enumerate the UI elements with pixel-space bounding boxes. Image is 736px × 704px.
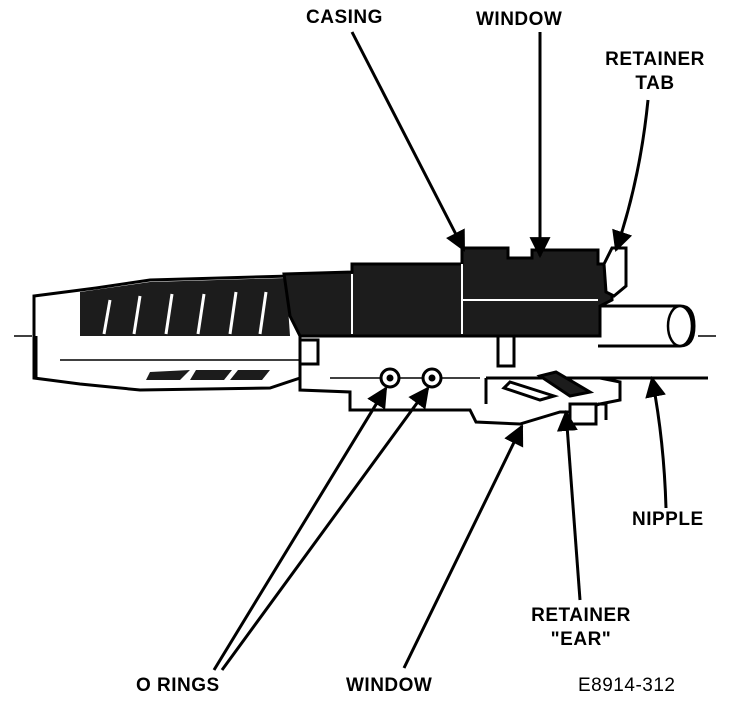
retainer-ear-leader (556, 409, 582, 601)
label-casing: CASING (306, 7, 383, 28)
retainer-tab (602, 246, 628, 298)
casing-body (282, 246, 614, 338)
label-window-top: WINDOW (476, 9, 563, 30)
label-window-bottom: WINDOW (346, 675, 433, 696)
nipple-leader (645, 375, 668, 509)
label-retainer-ear-1: RETAINER (531, 605, 631, 626)
label-nipple: NIPPLE (632, 509, 704, 530)
figure-code: E8914-312 (578, 675, 676, 696)
retainer-tab-leader (612, 99, 650, 252)
label-retainer-tab-2: TAB (635, 73, 675, 94)
label-retainer-ear-2: "EAR" (550, 629, 612, 650)
casing-leader (350, 31, 466, 252)
label-o-rings: O RINGS (136, 675, 220, 696)
o-ring-leader-1 (212, 386, 388, 671)
window-bottom-leader (402, 424, 524, 669)
lower-housing (298, 336, 622, 426)
label-retainer-tab-1: RETAINER (605, 49, 705, 70)
o-ring-1 (379, 367, 401, 389)
o-ring-leader-2 (220, 386, 430, 671)
o-ring-2 (421, 367, 443, 389)
nipple-tube (598, 304, 708, 380)
hose-tube (32, 274, 302, 392)
